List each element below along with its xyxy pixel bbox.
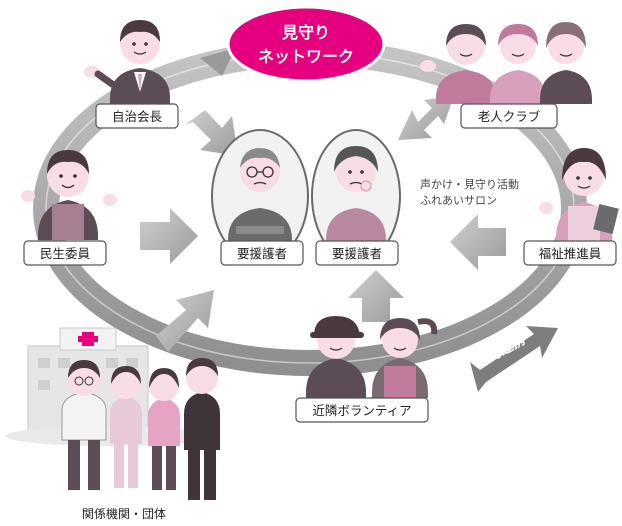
person-fukushi-suishinin: [539, 148, 619, 242]
person-minsei-iin: [21, 150, 117, 240]
svg-text:老人クラブ: 老人クラブ: [478, 109, 541, 124]
activity-note-line2: ふれあいサロン: [420, 194, 497, 207]
person-roujin-club: [420, 22, 592, 104]
svg-text:福祉推進員: 福祉推進員: [539, 246, 602, 261]
label-yoengosha-1: 要援護者: [220, 240, 304, 266]
label-kankei-kikan: 関係機関・団体: [82, 506, 166, 521]
svg-text:要援護者: 要援護者: [332, 246, 382, 261]
label-yoengosha-2: 要援護者: [315, 240, 399, 266]
title-line2: ネットワーク: [258, 47, 354, 66]
label-minsei-iin: 民生委員: [23, 240, 107, 266]
arrow-from-kankei: [156, 290, 214, 352]
kankei-kikan-illustration: [6, 327, 220, 500]
arrow-from-jichikaicho: [185, 110, 238, 156]
label-kinrin-volunteer: 近隣ボランティア: [295, 397, 429, 423]
arrow-from-fukushi: [450, 214, 506, 270]
person-jichikaicho: [84, 20, 170, 104]
activity-note: 声かけ・見守り活動 ふれあいサロン: [420, 177, 519, 207]
activity-note-line1: 声かけ・見守り活動: [420, 177, 519, 191]
center-recipient-2: [311, 129, 401, 263]
label-fukushi-suishinin: 福祉推進員: [523, 240, 617, 266]
title-line1: 見守り: [281, 23, 330, 42]
svg-text:近隣ボランティア: 近隣ボランティア: [312, 403, 411, 418]
person-kinrin-volunteer: [306, 316, 438, 398]
ring-arrowhead: [200, 48, 236, 76]
double-arrow-roujin: [398, 96, 454, 140]
title-bubble: 見守り ネットワーク: [226, 5, 386, 83]
label-jichikaicho: 自治会長: [95, 103, 179, 129]
inward-arrows: [140, 110, 506, 352]
svg-text:要援護者: 要援護者: [237, 246, 287, 261]
svg-text:民生委員: 民生委員: [40, 246, 91, 261]
arrow-from-minsei: [140, 208, 198, 264]
arrow-from-volunteer: [348, 270, 404, 322]
label-roujin-club: 老人クラブ: [460, 103, 558, 129]
svg-text:自治会長: 自治会長: [112, 109, 163, 124]
